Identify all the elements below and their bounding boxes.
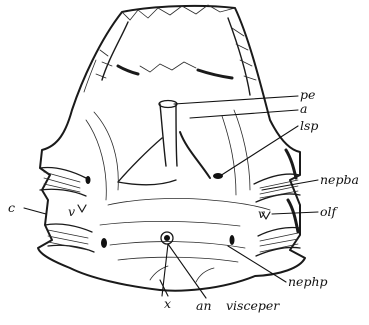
- label-nephp: nephp: [288, 274, 328, 289]
- label-c: c: [8, 200, 15, 215]
- label-an: an: [196, 298, 212, 313]
- label-v-right: v: [258, 206, 265, 221]
- label-a: a: [300, 101, 307, 116]
- label-nepba: nepba: [320, 172, 359, 187]
- label-v-left: v: [68, 204, 75, 219]
- label-lsp: lsp: [300, 118, 318, 133]
- label-visceper: visceper: [226, 298, 280, 313]
- label-x: x: [164, 296, 171, 311]
- label-olf: olf: [320, 204, 339, 219]
- labels: pe a lsp nepba olf nephp c v v x an visc…: [8, 87, 359, 313]
- label-pe: pe: [300, 87, 315, 102]
